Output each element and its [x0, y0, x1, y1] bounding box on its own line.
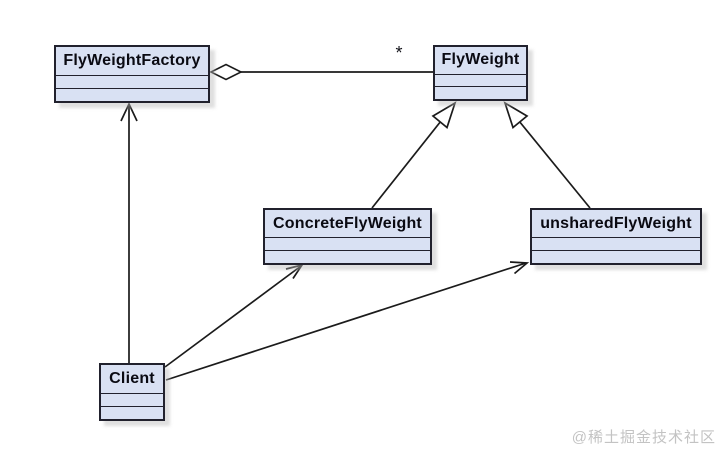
hollow-triangle-icon	[503, 101, 529, 129]
multiplicity-label: *	[395, 43, 402, 63]
operations-compartment	[265, 250, 430, 263]
hollow-triangle-icon	[431, 101, 457, 129]
operations-compartment	[532, 250, 700, 263]
attributes-compartment	[532, 237, 700, 250]
attributes-compartment	[435, 73, 526, 87]
open-arrowhead-icon	[120, 102, 138, 122]
operations-compartment	[435, 86, 526, 99]
attributes-compartment	[101, 392, 163, 406]
operations-compartment	[101, 405, 163, 419]
aggregation-edge-factory-to-flyweight: *	[209, 43, 433, 81]
class-name-label: FlyWeight	[441, 51, 520, 69]
class-box-flyweight: FlyWeight	[433, 45, 528, 101]
attributes-compartment	[56, 74, 208, 88]
operations-compartment	[56, 87, 208, 101]
class-name-label: FlyWeightFactory	[63, 51, 201, 69]
generalization-edge-unshared-to-flyweight	[503, 101, 591, 209]
hollow-diamond-icon	[209, 63, 243, 81]
association-edge-client-to-factory	[120, 102, 138, 363]
generalization-edge-concrete-to-flyweight	[371, 101, 457, 209]
class-name-label: ConcreteFlyWeight	[273, 214, 422, 232]
class-name-label: Client	[109, 369, 155, 387]
open-arrowhead-icon	[285, 263, 304, 279]
open-arrowhead-icon	[509, 261, 530, 275]
class-name-label: unsharedFlyWeight	[540, 214, 692, 232]
class-box-unsharedflyweight: unsharedFlyWeight	[530, 208, 702, 265]
association-edge-client-to-unshared	[165, 261, 530, 381]
class-box-client: Client	[99, 363, 165, 421]
attributes-compartment	[265, 237, 430, 250]
class-box-concreteflyweight: ConcreteFlyWeight	[263, 208, 432, 265]
association-edge-client-to-concrete	[164, 263, 304, 368]
class-box-flyweightfactory: FlyWeightFactory	[54, 45, 210, 103]
watermark-text: @稀土掘金技术社区	[571, 429, 716, 446]
